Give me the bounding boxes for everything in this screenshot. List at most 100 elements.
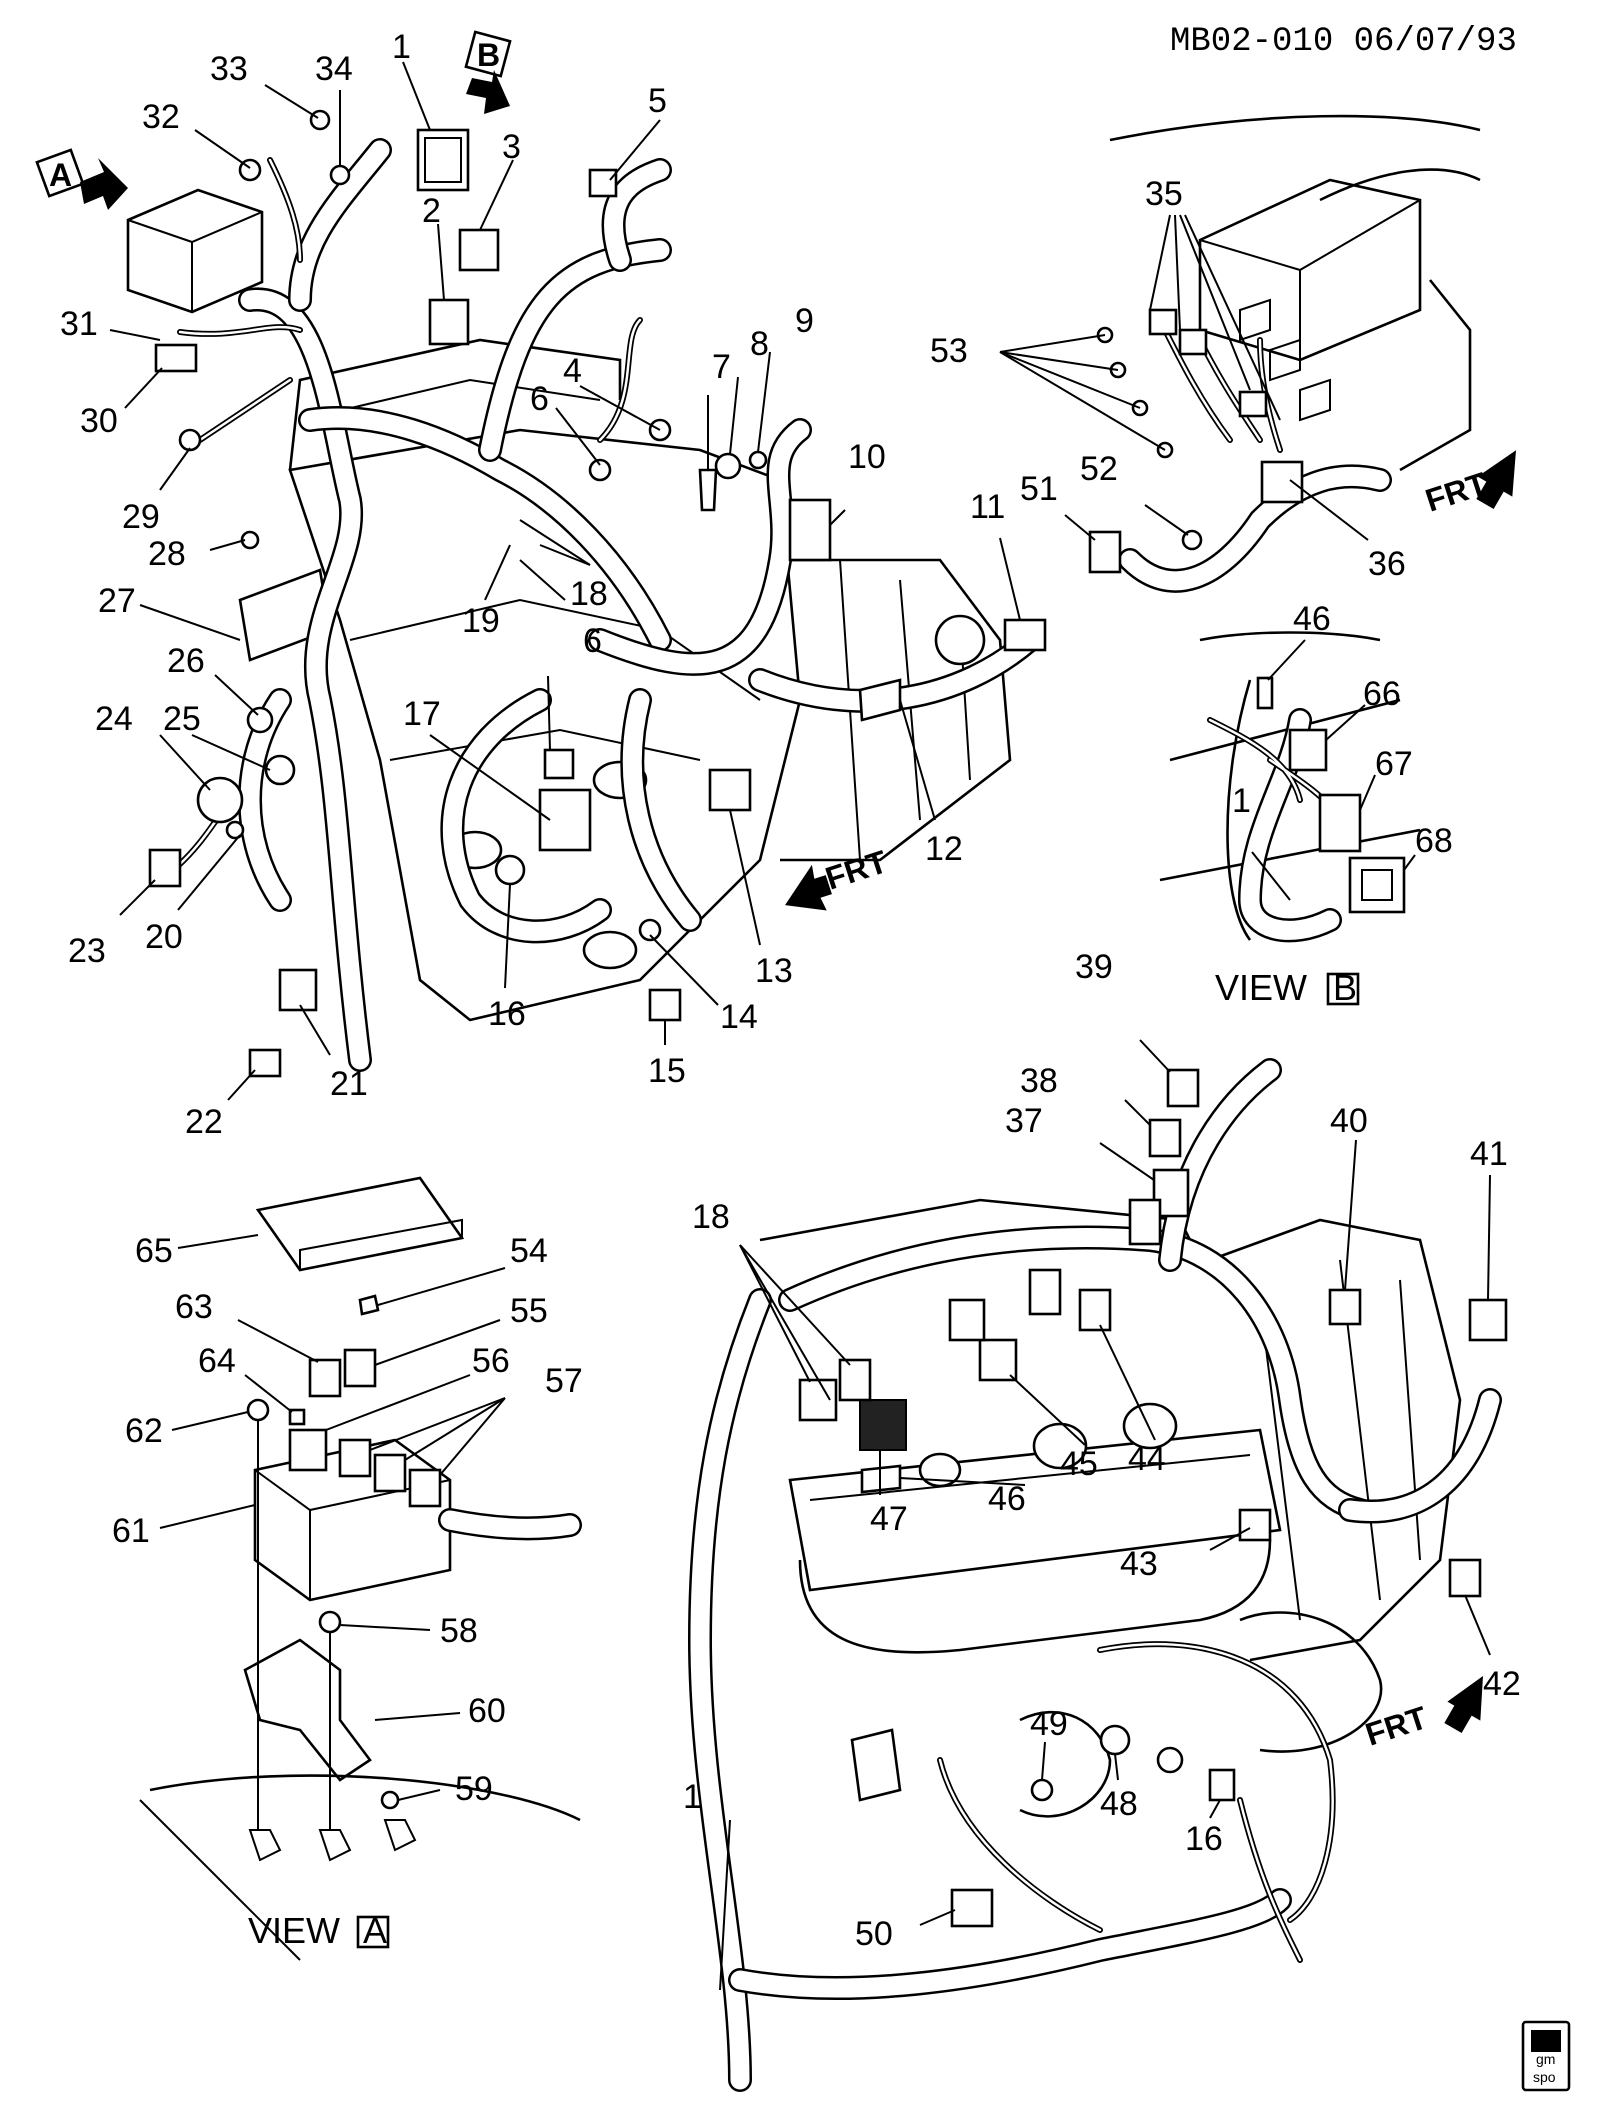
connector-22 [248, 1048, 282, 1078]
callout-8: 8 [750, 325, 769, 363]
main-harness-assembly [126, 109, 1047, 1078]
connector-25 [264, 754, 296, 786]
callout-33: 33 [210, 50, 248, 88]
connector-39 [1166, 1068, 1200, 1108]
callout-61: 61 [112, 1512, 150, 1550]
callout-1-lower: 1 [683, 1778, 702, 1816]
fuse-64 [288, 1408, 306, 1426]
callout-22: 22 [185, 1103, 223, 1141]
callout-31: 31 [60, 305, 98, 343]
ring-49 [1030, 1778, 1054, 1802]
view-b-title: VIEW B [1215, 967, 1360, 1008]
callout-14: 14 [720, 998, 758, 1036]
view-b-assembly [1159, 631, 1421, 943]
connector-46-b [1256, 676, 1274, 710]
callout-10: 10 [848, 438, 886, 476]
view-a-leaders [159, 1234, 506, 1801]
callout-9: 9 [795, 302, 814, 340]
battery-box [126, 188, 264, 314]
nut-58 [318, 1610, 342, 1634]
callout-55: 55 [510, 1292, 548, 1330]
module-17 [538, 788, 592, 852]
view-a-arrow: A [35, 148, 128, 210]
fuse-54 [358, 1294, 380, 1316]
connector-16-lower [1208, 1768, 1236, 1802]
callout-7: 7 [712, 348, 731, 386]
connector-29 [178, 428, 202, 452]
connector-66 [1288, 728, 1328, 772]
relay-56 [288, 1428, 328, 1472]
callout-57: 57 [545, 1362, 583, 1400]
connector-18-c [948, 1298, 986, 1342]
callout-64: 64 [198, 1342, 236, 1380]
connector-30 [154, 343, 198, 373]
main-leaders [109, 61, 1021, 1101]
callout-21: 21 [330, 1065, 368, 1103]
callout-15: 15 [648, 1052, 686, 1090]
lower-right-assembly [688, 1058, 1508, 2092]
callout-5: 5 [648, 82, 667, 120]
callout-58: 58 [440, 1612, 478, 1650]
callout-46-view-b: 46 [1293, 600, 1331, 638]
callout-27: 27 [98, 582, 136, 620]
callout-35: 35 [1145, 175, 1183, 213]
callout-48: 48 [1100, 1785, 1138, 1823]
callout-2: 2 [422, 192, 441, 230]
connector-10 [788, 498, 832, 562]
logo-line-1: gm [1536, 2051, 1555, 2067]
connector-18-e [1128, 1198, 1162, 1246]
connector-3 [458, 228, 500, 272]
front-label-lower-right: FRT [1361, 1699, 1432, 1753]
view-a-label: VIEW [248, 1910, 340, 1951]
bracket-60 [243, 1638, 372, 1782]
connector-43 [1238, 1508, 1272, 1542]
callout-52: 52 [1080, 450, 1118, 488]
upper-right-leaders [999, 214, 1369, 541]
callout-23: 23 [68, 932, 106, 970]
callout-24: 24 [95, 700, 133, 738]
callout-47: 47 [870, 1500, 908, 1538]
callout-6b: 6 [583, 622, 602, 660]
callout-41: 41 [1470, 1135, 1508, 1173]
callout-67: 67 [1375, 745, 1413, 783]
callout-49: 49 [1030, 1705, 1068, 1743]
callout-11: 11 [970, 488, 1005, 526]
sensor-16 [494, 854, 526, 886]
logo-line-2: spo [1533, 2069, 1556, 2085]
view-a-assembly [139, 1176, 582, 1961]
callout-30: 30 [80, 402, 118, 440]
callout-66: 66 [1363, 675, 1401, 713]
callout-13: 13 [755, 952, 793, 990]
callout-50: 50 [855, 1915, 893, 1953]
grommet-6 [588, 458, 612, 482]
view-b-arrow: B [464, 30, 512, 114]
front-label-upper-right: FRT [1421, 465, 1492, 519]
connector-67 [1318, 793, 1362, 853]
connector-44 [1078, 1288, 1112, 1332]
connector-68 [1348, 856, 1406, 914]
callout-6: 6 [530, 380, 549, 418]
front-arrow-main: FRT [785, 843, 892, 911]
washer-8 [714, 452, 742, 480]
sensor-16-lower [1156, 1746, 1184, 1774]
callout-42: 42 [1483, 1665, 1521, 1703]
callout-65: 65 [135, 1232, 173, 1270]
callout-53: 53 [930, 332, 968, 370]
connector-15 [648, 988, 682, 1022]
callout-60: 60 [468, 1692, 506, 1730]
connector-18-b [838, 1358, 872, 1402]
connector-38 [1148, 1118, 1182, 1158]
callout-34: 34 [315, 50, 353, 88]
sensor-47 [859, 1399, 907, 1451]
callout-17: 17 [403, 695, 441, 733]
connector-11 [1003, 618, 1047, 652]
callout-19: 19 [462, 602, 500, 640]
view-b-arrow-letter: B [477, 37, 500, 73]
front-label-main: FRT [821, 843, 892, 897]
callout-32: 32 [142, 98, 180, 136]
callout-28: 28 [148, 535, 186, 573]
callout-62: 62 [125, 1412, 163, 1450]
callout-4: 4 [563, 352, 582, 390]
front-arrow-lower-right: FRT [1361, 1676, 1483, 1753]
connector-40 [1328, 1288, 1362, 1326]
